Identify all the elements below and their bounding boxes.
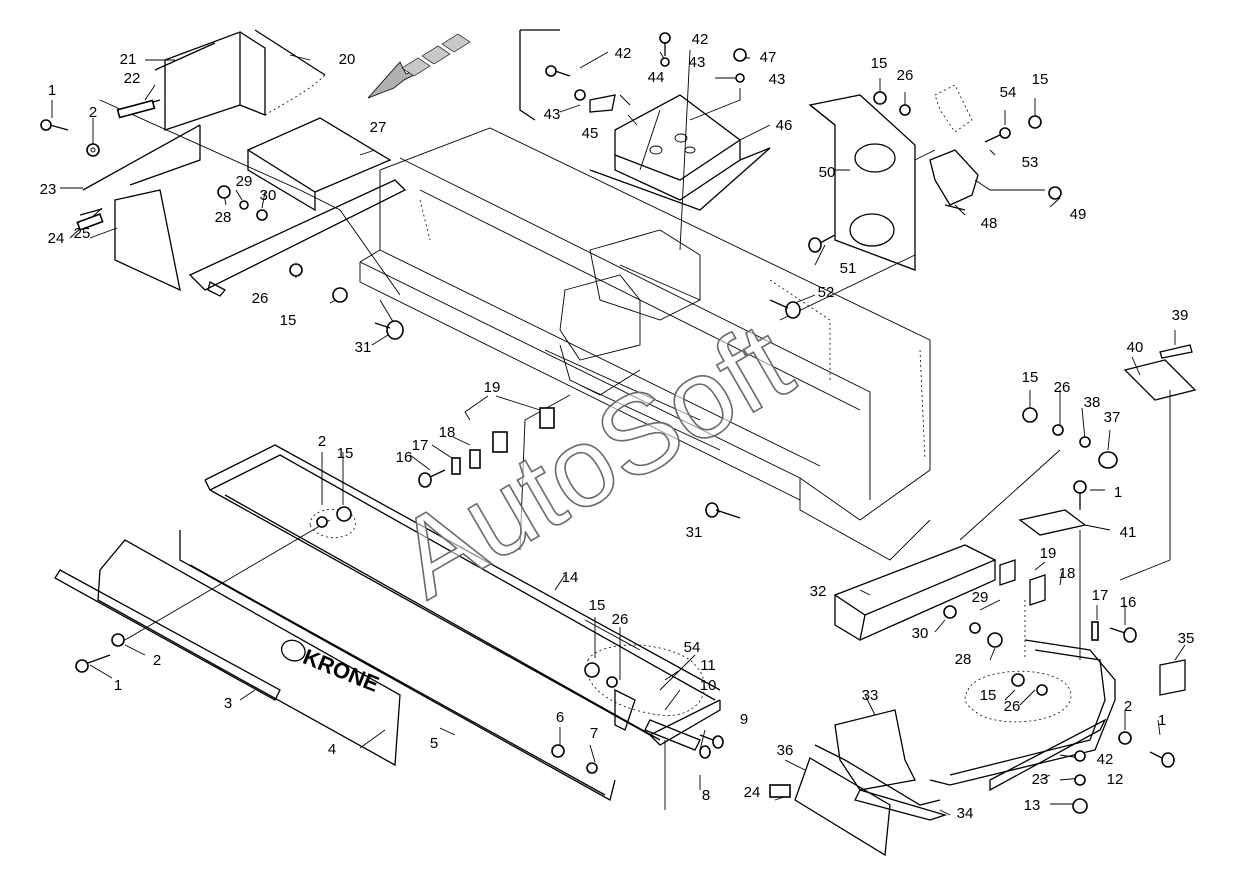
callout-43: 43 bbox=[544, 106, 561, 123]
callout-8: 8 bbox=[702, 787, 710, 804]
callout-10: 10 bbox=[700, 677, 717, 694]
watermark: AutoSoft bbox=[376, 298, 812, 623]
callout-16: 16 bbox=[1120, 594, 1137, 611]
callout-2: 2 bbox=[89, 104, 97, 121]
callout-42: 42 bbox=[615, 45, 632, 62]
callout-9: 9 bbox=[740, 711, 748, 728]
callout-36: 36 bbox=[777, 742, 794, 759]
svg-text:KRONE: KRONE bbox=[300, 644, 383, 697]
main-housing bbox=[359, 127, 931, 561]
callout-15: 15 bbox=[871, 55, 888, 72]
callout-1: 1 bbox=[1158, 712, 1166, 729]
callout-18: 18 bbox=[439, 424, 456, 441]
callout-49: 49 bbox=[1070, 206, 1087, 223]
callout-1: 1 bbox=[114, 677, 122, 694]
callout-53: 53 bbox=[1022, 154, 1039, 171]
callout-2: 2 bbox=[318, 433, 326, 450]
callout-25: 25 bbox=[74, 225, 91, 242]
fasteners bbox=[40, 32, 1175, 814]
callout-30: 30 bbox=[912, 625, 929, 642]
callout-5: 5 bbox=[430, 735, 438, 752]
callout-32: 32 bbox=[810, 583, 827, 600]
callout-15: 15 bbox=[280, 312, 297, 329]
callout-16: 16 bbox=[396, 449, 413, 466]
callout-1: 1 bbox=[48, 82, 56, 99]
callout-12: 12 bbox=[1107, 771, 1124, 788]
callout-2: 2 bbox=[153, 652, 161, 669]
svg-text:AutoSoft: AutoSoft bbox=[376, 299, 811, 622]
callout-35: 35 bbox=[1178, 630, 1195, 647]
callout-44: 44 bbox=[648, 69, 665, 86]
callout-3: 3 bbox=[224, 695, 232, 712]
callout-37: 37 bbox=[1104, 409, 1121, 426]
callout-42: 42 bbox=[692, 31, 709, 48]
callout-15: 15 bbox=[589, 597, 606, 614]
callout-45: 45 bbox=[582, 125, 599, 142]
callout-14: 14 bbox=[562, 569, 579, 586]
callout-21: 21 bbox=[120, 51, 137, 68]
callout-26: 26 bbox=[1004, 698, 1021, 715]
callout-34: 34 bbox=[957, 805, 974, 822]
callout-2: 2 bbox=[1124, 698, 1132, 715]
callout-20: 20 bbox=[339, 51, 356, 68]
callout-23: 23 bbox=[40, 181, 57, 198]
callout-43: 43 bbox=[769, 71, 786, 88]
callout-54: 54 bbox=[1000, 84, 1017, 101]
callout-15: 15 bbox=[1022, 369, 1039, 386]
callout-26: 26 bbox=[612, 611, 629, 628]
callout-15: 15 bbox=[337, 445, 354, 462]
callout-29: 29 bbox=[972, 589, 989, 606]
callout-15: 15 bbox=[1032, 71, 1049, 88]
callout-17: 17 bbox=[1092, 587, 1109, 604]
callout-51: 51 bbox=[840, 260, 857, 277]
callout-29: 29 bbox=[236, 173, 253, 190]
callout-31: 31 bbox=[355, 339, 372, 356]
callout-54: 54 bbox=[684, 639, 701, 656]
callout-39: 39 bbox=[1172, 307, 1189, 324]
callout-50: 50 bbox=[819, 164, 836, 181]
callout-43: 43 bbox=[689, 54, 706, 71]
callout-4: 4 bbox=[328, 741, 336, 758]
callout-22: 22 bbox=[124, 70, 141, 87]
callout-30: 30 bbox=[260, 187, 277, 204]
callout-28: 28 bbox=[955, 651, 972, 668]
callout-24: 24 bbox=[48, 230, 65, 247]
top-left-shield bbox=[79, 29, 407, 326]
callout-27: 27 bbox=[370, 119, 387, 136]
callout-52: 52 bbox=[818, 284, 835, 301]
callout-1: 1 bbox=[1114, 484, 1122, 501]
callout-33: 33 bbox=[862, 687, 879, 704]
callout-26: 26 bbox=[1054, 379, 1071, 396]
callout-26: 26 bbox=[252, 290, 269, 307]
callout-46: 46 bbox=[776, 117, 793, 134]
callout-13: 13 bbox=[1024, 797, 1041, 814]
callout-24: 24 bbox=[744, 784, 761, 801]
callout-40: 40 bbox=[1127, 339, 1144, 356]
callout-6: 6 bbox=[556, 709, 564, 726]
callout-11: 11 bbox=[700, 657, 716, 674]
callout-17: 17 bbox=[412, 437, 429, 454]
gearbox-cover bbox=[519, 29, 771, 251]
callout-42: 42 bbox=[1097, 751, 1114, 768]
callout-23: 23 bbox=[1032, 771, 1049, 788]
callout-48: 48 bbox=[981, 215, 998, 232]
callout-47: 47 bbox=[760, 49, 777, 66]
lower-frame-right bbox=[794, 344, 1197, 857]
callout-38: 38 bbox=[1084, 394, 1101, 411]
callout-19: 19 bbox=[484, 379, 501, 396]
callout-7: 7 bbox=[590, 725, 598, 742]
callout-18: 18 bbox=[1059, 565, 1076, 582]
callout-31: 31 bbox=[686, 524, 703, 541]
callout-26: 26 bbox=[897, 67, 914, 84]
direction-arrow bbox=[367, 33, 471, 99]
callout-41: 41 bbox=[1120, 524, 1137, 541]
side-plate bbox=[779, 84, 1045, 321]
lower-frame-left bbox=[54, 394, 721, 810]
callout-15: 15 bbox=[980, 687, 997, 704]
callout-28: 28 bbox=[215, 209, 232, 226]
callout-19: 19 bbox=[1040, 545, 1057, 562]
